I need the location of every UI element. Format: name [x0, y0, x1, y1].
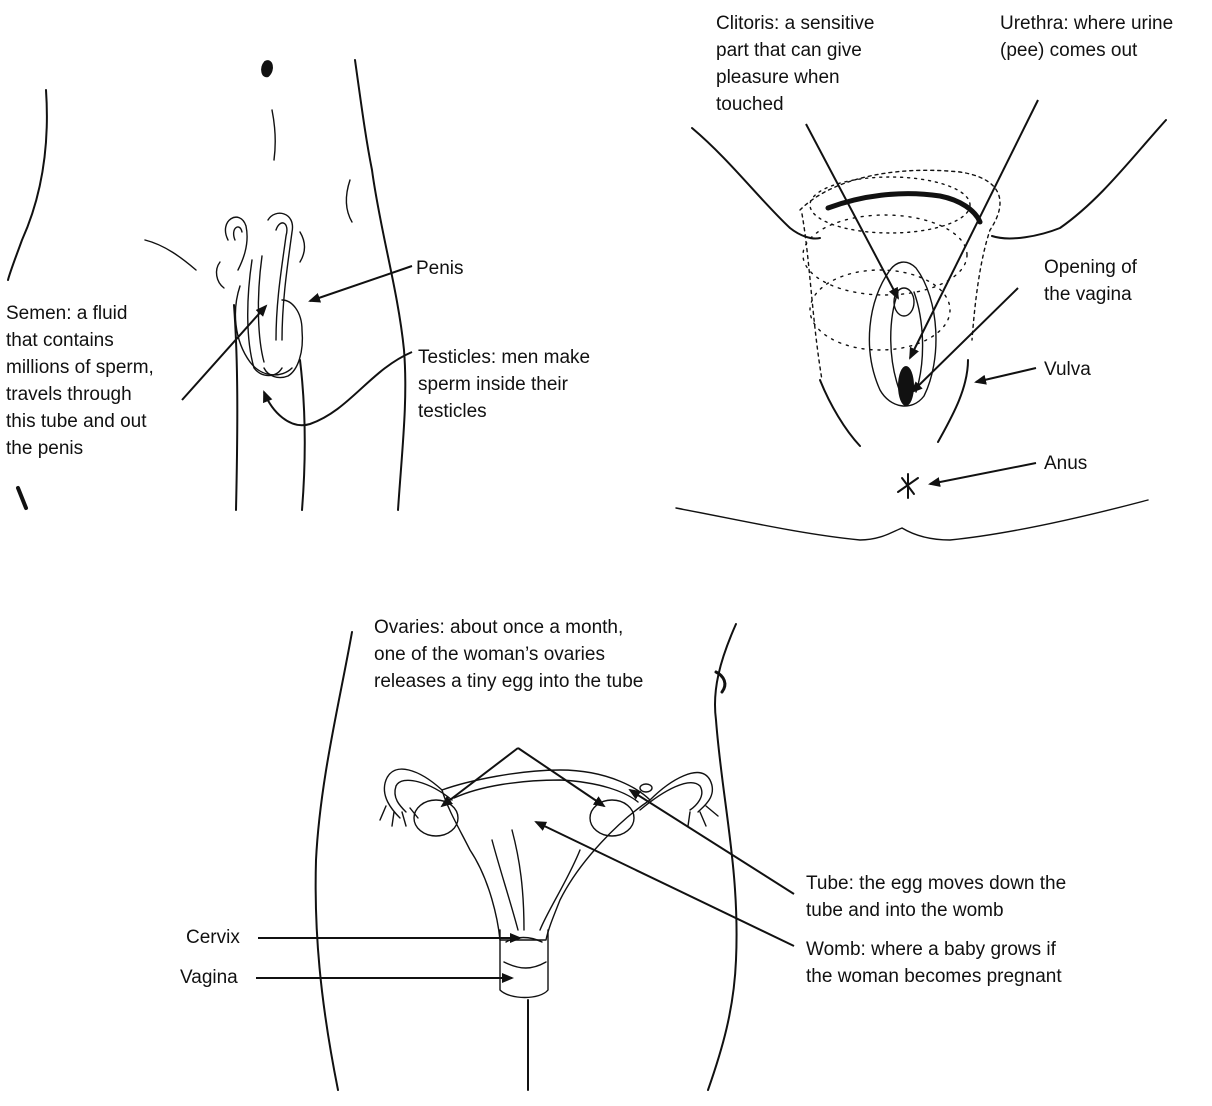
womb-label: Womb: where a baby grows if the woman be…	[806, 936, 1062, 990]
womb-leader	[536, 822, 794, 946]
clitoris-leader	[806, 124, 898, 298]
testicles-leader	[264, 352, 412, 425]
uterus-and-ovaries-drawing	[380, 769, 718, 997]
semen-label: Semen: a fluid that contains millions of…	[6, 300, 154, 462]
semen-tube-leader	[182, 306, 266, 400]
testicles-label: Testicles: men make sperm inside their t…	[418, 344, 590, 425]
penis-label: Penis	[416, 255, 464, 282]
vulva-leader	[976, 368, 1036, 382]
ovaries-leader-right	[518, 748, 604, 806]
vulva-body-drawing	[676, 120, 1166, 540]
anus-label: Anus	[1044, 450, 1087, 477]
cervix-label: Cervix	[186, 924, 240, 951]
vagina-label: Vagina	[180, 964, 238, 991]
urethra-label: Urethra: where urine (pee) comes out	[1000, 10, 1173, 64]
ovaries-leader-left	[442, 748, 518, 806]
male-reproductive-organs-drawing	[217, 213, 303, 377]
vulva-label: Vulva	[1044, 356, 1091, 383]
vaginal-opening-label: Opening of the vagina	[1044, 254, 1137, 308]
clitoris-label: Clitoris: a sensitive part that can give…	[716, 10, 874, 118]
ovaries-label: Ovaries: about once a month, one of the …	[374, 614, 643, 695]
anus-leader	[930, 463, 1036, 484]
tube-label: Tube: the egg moves down the tube and in…	[806, 870, 1066, 924]
